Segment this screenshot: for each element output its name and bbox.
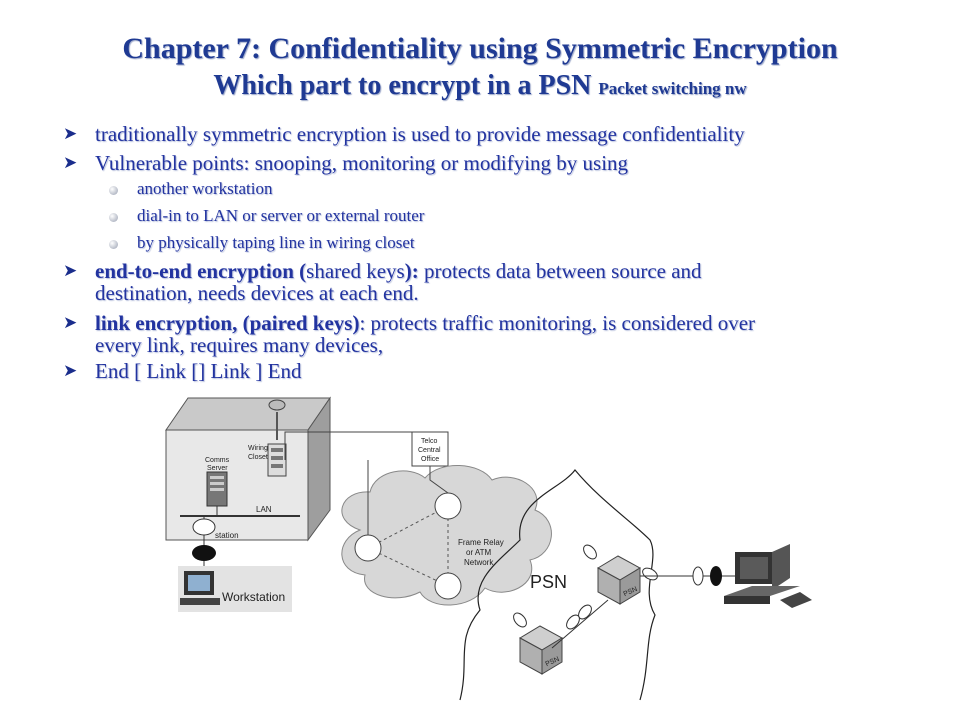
psn-boundary <box>459 469 656 701</box>
lan-label: LAN <box>256 505 272 514</box>
bullet-4: link encryption, (paired keys): protects… <box>95 312 755 334</box>
sub-bullet-3: by physically taping line in wiring clos… <box>137 233 415 252</box>
telco-label-3: Office <box>421 456 439 463</box>
comms-server-icon <box>206 471 228 507</box>
wiring-closet-label-1: Wiring <box>248 445 268 452</box>
encryption-device <box>710 566 722 586</box>
slide-subtitle: Which part to encrypt in a PSN Packet sw… <box>0 70 960 102</box>
computer-icon <box>724 544 812 608</box>
bullet-2: Vulnerable points: snooping, monitoring … <box>95 151 629 175</box>
bullet-4-bold: link encryption, (paired keys) <box>95 311 360 335</box>
bullet-arrow-icon: ➤ <box>63 361 78 380</box>
bullet-3-bold: end-to-end encryption ( <box>95 259 307 283</box>
encryption-device <box>692 566 704 586</box>
bullet-3: end-to-end encryption (shared keys): pro… <box>95 260 702 282</box>
sub-bullet-2: dial-in to LAN or server or external rou… <box>137 206 425 225</box>
telco-label-1: Telco <box>421 438 437 445</box>
workstation-partial-label: station <box>215 531 239 540</box>
bullet-arrow-icon: ➤ <box>63 153 78 172</box>
bullet-4-rest: : protects traffic monitoring, is consid… <box>359 311 756 335</box>
subtitle-main: Which part to encrypt in a PSN <box>213 70 592 101</box>
bullet-3-keys: shared keys <box>306 259 405 283</box>
satellite-dish-icon <box>268 399 286 440</box>
comms-server-label-2: Server <box>207 465 228 472</box>
workstation-label: Workstation <box>222 590 285 604</box>
encryption-device <box>192 545 216 561</box>
psn-switch-icon: PSN <box>518 625 564 675</box>
sub-bullet-dot-icon <box>109 240 118 249</box>
comms-server-label-1: Comms <box>205 457 230 464</box>
frame-relay-label-3: Network <box>464 558 494 567</box>
network-node <box>434 492 462 520</box>
telco-office-box <box>411 431 449 467</box>
bullet-1: traditionally symmetric encryption is us… <box>95 122 745 146</box>
subtitle-small: Packet switching nw <box>598 79 747 98</box>
encryption-device <box>192 518 216 536</box>
bullet-3-line2: destination, needs devices at each end. <box>95 281 419 305</box>
slide-title: Chapter 7: Confidentiality using Symmetr… <box>122 32 838 65</box>
telco-label-2: Central <box>418 447 441 454</box>
bullet-arrow-icon: ➤ <box>63 261 78 280</box>
psn-label: PSN <box>530 572 567 592</box>
bullet-arrow-icon: ➤ <box>63 313 78 332</box>
network-node <box>354 534 382 562</box>
frame-relay-label-1: Frame Relay <box>458 538 504 547</box>
bullet-3-bold2: ): <box>404 259 419 283</box>
bullet-5: End [ Link [] Link ] End <box>95 359 302 383</box>
psn-switch-icon: PSN <box>596 555 642 605</box>
workstation-icon <box>178 566 292 612</box>
bullet-4-line2: every link, requires many devices, <box>95 333 384 357</box>
sub-bullet-dot-icon <box>109 213 118 222</box>
building <box>165 396 331 542</box>
bullet-3-rest: protects data between source and <box>418 259 702 283</box>
sub-bullet-1: another workstation <box>137 179 273 198</box>
bullet-arrow-icon: ➤ <box>63 124 78 143</box>
wiring-closet-icon <box>267 443 287 477</box>
frame-relay-cloud <box>341 465 552 606</box>
sub-bullet-dot-icon <box>109 186 118 195</box>
network-node <box>434 572 462 600</box>
wiring-closet-label-2: Closet <box>248 454 268 461</box>
frame-relay-label-2: or ATM <box>466 548 492 557</box>
